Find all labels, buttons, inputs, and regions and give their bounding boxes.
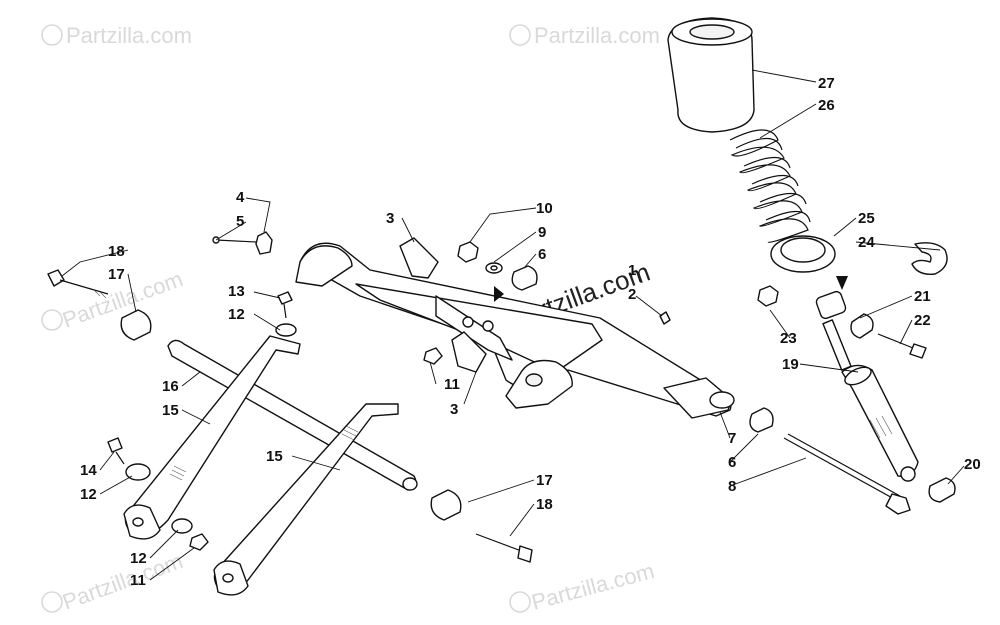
leader-lines [61,69,965,581]
bolt-18-right [475,533,533,563]
callout-24: 24 [858,234,875,251]
callout-26: 26 [818,97,835,114]
callout-11-lower: 11 [130,572,146,589]
arrow-marker-right [836,276,848,290]
callout-16: 16 [162,378,179,395]
stabilizer-arm-15-left [123,335,301,540]
callout-20: 20 [964,456,981,473]
callout-13: 13 [228,283,245,300]
collar [911,242,948,275]
callout-23: 23 [780,330,797,347]
washer-12-top [275,323,297,337]
bushing-20 [928,477,956,503]
callout-17-right: 17 [536,472,553,489]
callout-11-upper: 11 [444,376,460,393]
nut-23 [757,285,779,307]
spring-seat [770,235,836,273]
long-bolt-8 [783,433,911,515]
svg-text:Partzilla.com: Partzilla.com [59,548,186,615]
callout-8: 8 [728,478,736,495]
callout-19: 19 [782,356,799,373]
callout-2: 2 [628,286,636,303]
callout-10: 10 [536,200,553,217]
callout-6-lower: 6 [728,454,736,471]
shock-absorber [815,290,919,482]
callout-6-upper: 6 [538,246,546,263]
shock-spring [729,129,811,243]
svg-text:Partzilla.com: Partzilla.com [534,23,660,48]
callout-3-lower: 3 [450,401,458,418]
callout-12-top: 12 [228,306,245,323]
callout-15-left: 15 [162,402,179,419]
stabilizer-arm-15-right [213,403,399,596]
watermark-top-center: Partzilla.com [509,23,660,48]
bolt-13 [277,291,293,319]
callout-17-left: 17 [108,266,125,283]
bolt-22 [877,333,927,359]
direction-arrows [494,276,848,302]
washer-12-lower-b [171,518,193,534]
callout-15-right: 15 [266,448,283,465]
callout-27: 27 [818,75,835,92]
callout-4: 4 [236,189,245,206]
bushing-17-left [120,309,152,341]
spacer-21 [850,313,874,339]
svg-text:Partzilla.com: Partzilla.com [529,558,657,615]
nut-11-lower [189,533,209,551]
callout-labels: 27 26 25 24 21 22 23 19 20 10 9 6 1 2 3 … [80,75,981,589]
bushing-17-right [430,489,462,521]
callout-1: 1 [628,262,636,279]
callout-12-lower-b: 12 [130,550,147,567]
watermark-bottom-left: Partzilla.com [41,548,186,615]
callout-7: 7 [728,430,736,447]
shock-boot [667,17,755,133]
bumper-pad-3-lower [451,331,487,373]
bushing-6-upper [511,265,538,291]
cross-rod-16 [167,339,418,491]
bolt-14 [107,437,125,465]
bolt-18-left [47,269,109,299]
watermark-top-left: Partzilla.com [41,23,192,48]
callout-5: 5 [236,213,244,230]
bumper-pad-3-upper [399,237,439,279]
washer-9 [485,262,503,274]
nut-10 [457,241,479,263]
callout-25: 25 [858,210,875,227]
callout-14: 14 [80,462,97,479]
callout-18-left: 18 [108,243,125,260]
nut-11-upper [423,347,443,365]
stud-4 [255,231,273,255]
a-arm-frame [295,242,735,419]
callout-18-right: 18 [536,496,553,513]
callout-9: 9 [538,224,546,241]
svg-text:Partzilla.com: Partzilla.com [66,23,192,48]
nut-2 [659,311,671,325]
callout-3-upper: 3 [386,210,394,227]
callout-21: 21 [914,288,931,305]
bushing-6-lower [749,407,774,433]
watermark-bottom-center: Partzilla.com [509,558,657,615]
arrow-marker-left [494,286,504,302]
callout-22: 22 [914,312,931,329]
callout-12-lower-a: 12 [80,486,97,503]
